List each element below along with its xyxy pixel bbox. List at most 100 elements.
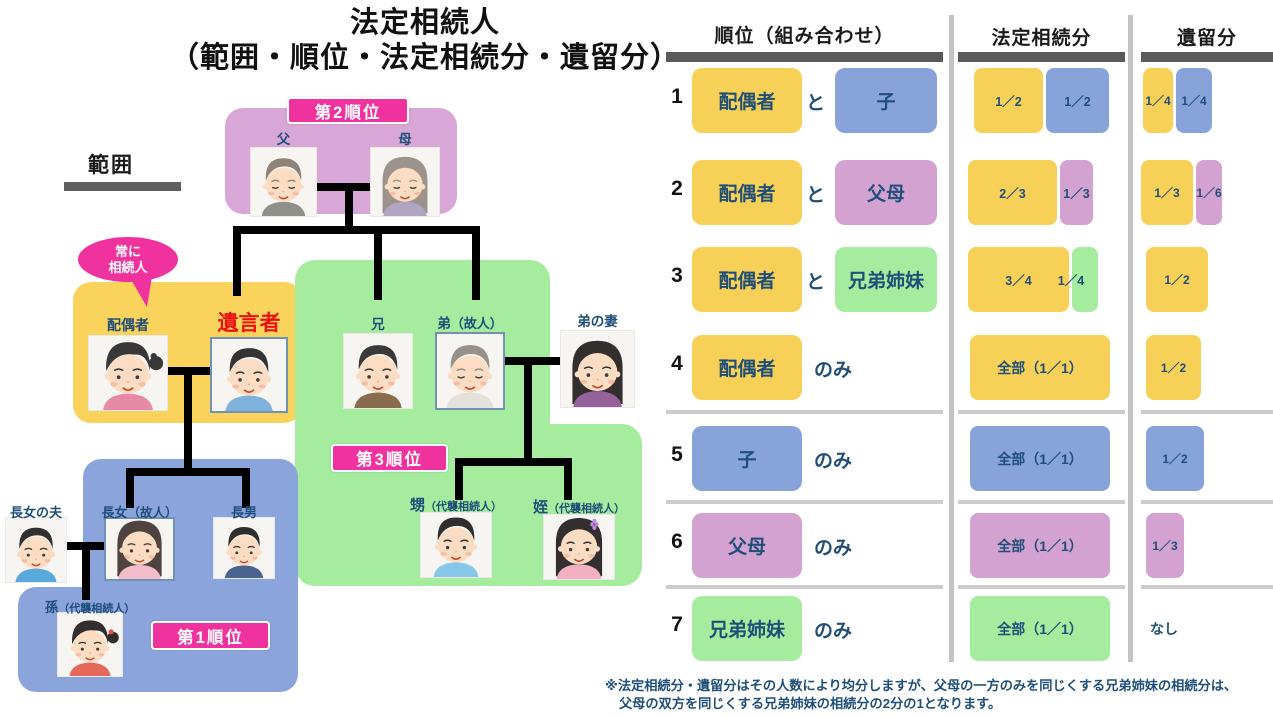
row-number: 4 xyxy=(671,352,683,375)
family-connector-line xyxy=(564,458,572,500)
footnote-line2: 父母の双方を同じくする兄弟姉妹の相続分の2分の1となります。 xyxy=(619,696,1002,711)
row-divider xyxy=(1141,585,1273,589)
combination-box-1: 配偶者 xyxy=(692,160,802,225)
person-label-testator: 遺言者 xyxy=(217,312,281,335)
connector-and: と xyxy=(806,185,826,206)
family-connector-line xyxy=(317,183,370,191)
title-line1: 法定相続人 xyxy=(349,7,500,39)
share-box: 1／3 xyxy=(1060,160,1093,225)
row-number: 6 xyxy=(671,530,683,553)
photo-mother xyxy=(370,147,440,217)
row-divider xyxy=(958,500,1125,504)
combination-box-1: 配偶者 xyxy=(692,68,802,133)
share-box: 3／4 xyxy=(968,247,1069,312)
connector-only: のみ xyxy=(814,538,853,559)
photo-daughters-husband xyxy=(4,517,68,583)
share-box: 1／2 xyxy=(1046,68,1109,133)
table-header-rank: 順位（組み合わせ） xyxy=(714,26,895,47)
combination-box-2: 子 xyxy=(835,68,937,133)
reserve-box: 1／2 xyxy=(1146,426,1204,491)
brothers-wife-face-icon xyxy=(559,331,636,407)
combination-box-1: 配偶者 xyxy=(692,247,802,312)
combination-box-1: 父母 xyxy=(692,513,802,578)
row-divider xyxy=(666,500,943,504)
always-heir-line2: 相続人 xyxy=(108,259,148,275)
footnote-line1: ※法定相続分・遺留分はその人数により均分しますが、父母の一方のみを同じくする兄弟… xyxy=(605,678,1238,693)
connector-only: のみ xyxy=(814,451,853,472)
niece-face-icon xyxy=(544,509,614,579)
testator-face-icon xyxy=(212,337,286,411)
daughters-husband-face-icon xyxy=(4,518,68,582)
row-divider xyxy=(958,585,1125,589)
row-number: 3 xyxy=(671,264,683,287)
person-label-eldest-son: 長男 xyxy=(230,505,257,520)
family-connector-line xyxy=(126,468,134,508)
person-label-nephew: 甥（代襲相続人） xyxy=(409,497,502,514)
photo-niece xyxy=(543,509,615,580)
share-box: 全部（1／1） xyxy=(970,596,1110,661)
family-connector-line xyxy=(524,357,532,466)
row-number: 7 xyxy=(671,613,683,636)
table-header-statutory-share: 法定相続分 xyxy=(991,28,1092,49)
combination-box-1: 兄弟姉妹 xyxy=(692,596,802,661)
eldest-daughter-face-icon xyxy=(106,512,173,579)
person-label-niece: 姪（代襲相続人） xyxy=(532,499,625,516)
nephew-face-icon xyxy=(421,507,491,577)
always-heir-bubble: 常に 相続人 xyxy=(78,237,178,282)
photo-nephew xyxy=(420,507,492,578)
family-connector-line xyxy=(374,226,382,300)
person-label-daughters-husband: 長女の夫 xyxy=(9,505,62,520)
elder-brother-face-icon xyxy=(341,334,415,408)
photo-eldest-son xyxy=(213,517,275,579)
reserve-none-text: なし xyxy=(1150,621,1178,637)
header-underline-3 xyxy=(1141,52,1273,62)
person-label-father: 父 xyxy=(276,132,291,147)
photo-brothers-wife xyxy=(559,330,636,408)
share-box: 1／2 xyxy=(974,68,1043,133)
family-connector-line xyxy=(455,458,572,466)
row-number: 1 xyxy=(671,85,683,108)
family-connector-line xyxy=(184,367,192,476)
combination-box-2: 兄弟姉妹 xyxy=(835,247,937,312)
photo-father xyxy=(249,147,318,217)
page-title: 法定相続人 （範囲・順位・法定相続分・遺留分） xyxy=(140,6,710,76)
photo-elder-brother xyxy=(341,333,415,409)
row-number: 5 xyxy=(671,443,683,466)
photo-testator xyxy=(210,337,288,413)
always-heir-line1: 常に xyxy=(114,243,141,259)
rank1-label: 第1順位 xyxy=(151,621,270,650)
younger-brother-face-icon xyxy=(433,334,507,408)
person-label-younger-brother: 弟（故人） xyxy=(437,316,503,331)
person-label-spouse: 配偶者 xyxy=(107,317,149,333)
photo-spouse xyxy=(88,332,168,411)
header-underline-2 xyxy=(958,52,1125,62)
family-connector-line xyxy=(472,226,480,300)
photo-younger-brother xyxy=(433,332,507,410)
person-label-brothers-wife: 弟の妻 xyxy=(577,314,618,329)
title-line2: （範囲・順位・法定相続分・遺留分） xyxy=(169,42,680,74)
table-header-reserved-portion: 遺留分 xyxy=(1176,28,1237,49)
row-divider xyxy=(958,410,1125,414)
column-separator-1 xyxy=(949,15,954,662)
connector-and: と xyxy=(806,272,826,293)
combination-box-2: 父母 xyxy=(835,160,937,225)
combination-box-1: 子 xyxy=(692,426,802,491)
family-connector-line xyxy=(505,357,562,365)
connector-only: のみ xyxy=(814,621,853,642)
reserve-box: 1／2 xyxy=(1146,247,1208,312)
row-divider xyxy=(1141,500,1273,504)
reserve-box: 1／4 xyxy=(1143,68,1173,133)
person-label-eldest-daughter: 長女（故人） xyxy=(101,505,178,520)
eldest-son-face-icon xyxy=(214,518,274,578)
share-box: 2／3 xyxy=(968,160,1057,225)
row-divider xyxy=(1141,410,1273,414)
share-box: 全部（1／1） xyxy=(970,513,1110,578)
reserve-box: 1／3 xyxy=(1141,160,1193,225)
reserve-box: 1／3 xyxy=(1146,513,1184,578)
family-connector-line xyxy=(345,190,353,234)
footnote: ※法定相続分・遺留分はその人数により均分しますが、父母の一方のみを同じくする兄弟… xyxy=(605,677,1270,713)
rank3-label: 第3順位 xyxy=(331,444,448,472)
rank2-label: 第2順位 xyxy=(287,97,409,124)
family-connector-line xyxy=(242,468,250,508)
